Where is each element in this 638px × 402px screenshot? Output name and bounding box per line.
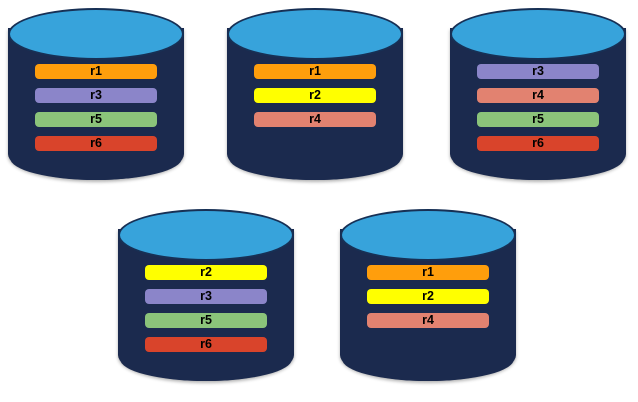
replica-bar-r4[interactable]: r4 <box>254 112 376 127</box>
replica-bar-r4[interactable]: r4 <box>477 88 599 103</box>
cylinder-top-ellipse <box>118 209 294 261</box>
replica-bar-r1[interactable]: r1 <box>35 64 157 79</box>
replica-bar-r2[interactable]: r2 <box>254 88 376 103</box>
database-node-4[interactable]: Node 4r2r3r5r6 <box>118 209 294 387</box>
replica-bar-r3[interactable]: r3 <box>35 88 157 103</box>
replica-bar-r1[interactable]: r1 <box>254 64 376 79</box>
replica-bar-r5[interactable]: r5 <box>477 112 599 127</box>
replica-bar-r4[interactable]: r4 <box>367 313 489 328</box>
cylinder-top-ellipse <box>340 209 516 261</box>
replica-bar-r1[interactable]: r1 <box>367 265 489 280</box>
cylinder-top-ellipse <box>227 8 403 60</box>
database-node-3[interactable]: Node 3r3r4r5r6 <box>450 8 626 186</box>
replica-list: r3 r4 r5 r6 <box>450 64 626 151</box>
replica-bar-r3[interactable]: r3 <box>477 64 599 79</box>
replica-bar-r6[interactable]: r6 <box>35 136 157 151</box>
replica-list: r1 r2 r4 <box>340 265 516 328</box>
cylinder-top-ellipse <box>8 8 184 60</box>
replica-bar-r6[interactable]: r6 <box>145 337 267 352</box>
replica-list: r1 r3 r5 r6 <box>8 64 184 151</box>
replica-list: r1 r2 r4 <box>227 64 403 127</box>
replica-bar-r6[interactable]: r6 <box>477 136 599 151</box>
replica-bar-r5[interactable]: r5 <box>35 112 157 127</box>
cylinder-top-ellipse <box>450 8 626 60</box>
database-node-5[interactable]: Node 5r1r2r4 <box>340 209 516 387</box>
database-node-2[interactable]: Node 2r1r2r4 <box>227 8 403 186</box>
replica-bar-r3[interactable]: r3 <box>145 289 267 304</box>
replica-bar-r2[interactable]: r2 <box>145 265 267 280</box>
replica-bar-r5[interactable]: r5 <box>145 313 267 328</box>
database-node-1[interactable]: Node 1r1r3r5r6 <box>8 8 184 186</box>
replica-list: r2 r3 r5 r6 <box>118 265 294 352</box>
replica-bar-r2[interactable]: r2 <box>367 289 489 304</box>
